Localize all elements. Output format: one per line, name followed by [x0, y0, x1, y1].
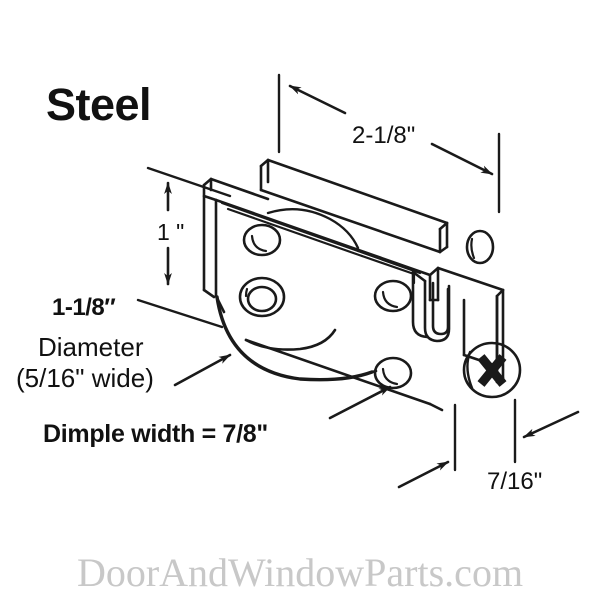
dimension-label-height: 1 "	[157, 219, 185, 245]
end-bracket-hole	[465, 229, 495, 265]
leader-wheel-diameter	[173, 353, 232, 387]
dimension-label-dimple-width: Dimple width = 7/8"	[43, 420, 268, 448]
dimension-label-housing-thickness: 7/16"	[487, 468, 543, 495]
end-bracket	[428, 266, 505, 412]
rivet-middle-right	[373, 279, 413, 313]
housing-rear-plate	[202, 177, 270, 299]
bracket-slot-tab	[411, 270, 451, 343]
dim-line-thickness	[397, 398, 580, 489]
dimension-label-wheel-diameter-word: Diameter	[38, 332, 144, 362]
rivet-upper-left	[242, 223, 282, 257]
watermark: DoorAndWindowParts.com	[76, 550, 524, 595]
top-mounting-rail	[259, 158, 449, 254]
leader-dimple-width	[328, 385, 392, 420]
dimension-label-overall-width: 2-1/8"	[352, 122, 416, 149]
rivet-lower	[373, 356, 413, 390]
page-title: Steel	[46, 79, 152, 130]
dimension-label-wheel-width: (5/16" wide)	[16, 363, 154, 393]
rivet-axle	[238, 276, 286, 318]
housing-channel-lines	[220, 201, 422, 285]
phillips-adjustment-screw	[462, 341, 522, 399]
dimension-label-wheel-diameter-value: 1-1/8″	[52, 294, 116, 321]
dim-line-overall-width	[277, 73, 501, 214]
dim-line-height	[136, 166, 232, 329]
